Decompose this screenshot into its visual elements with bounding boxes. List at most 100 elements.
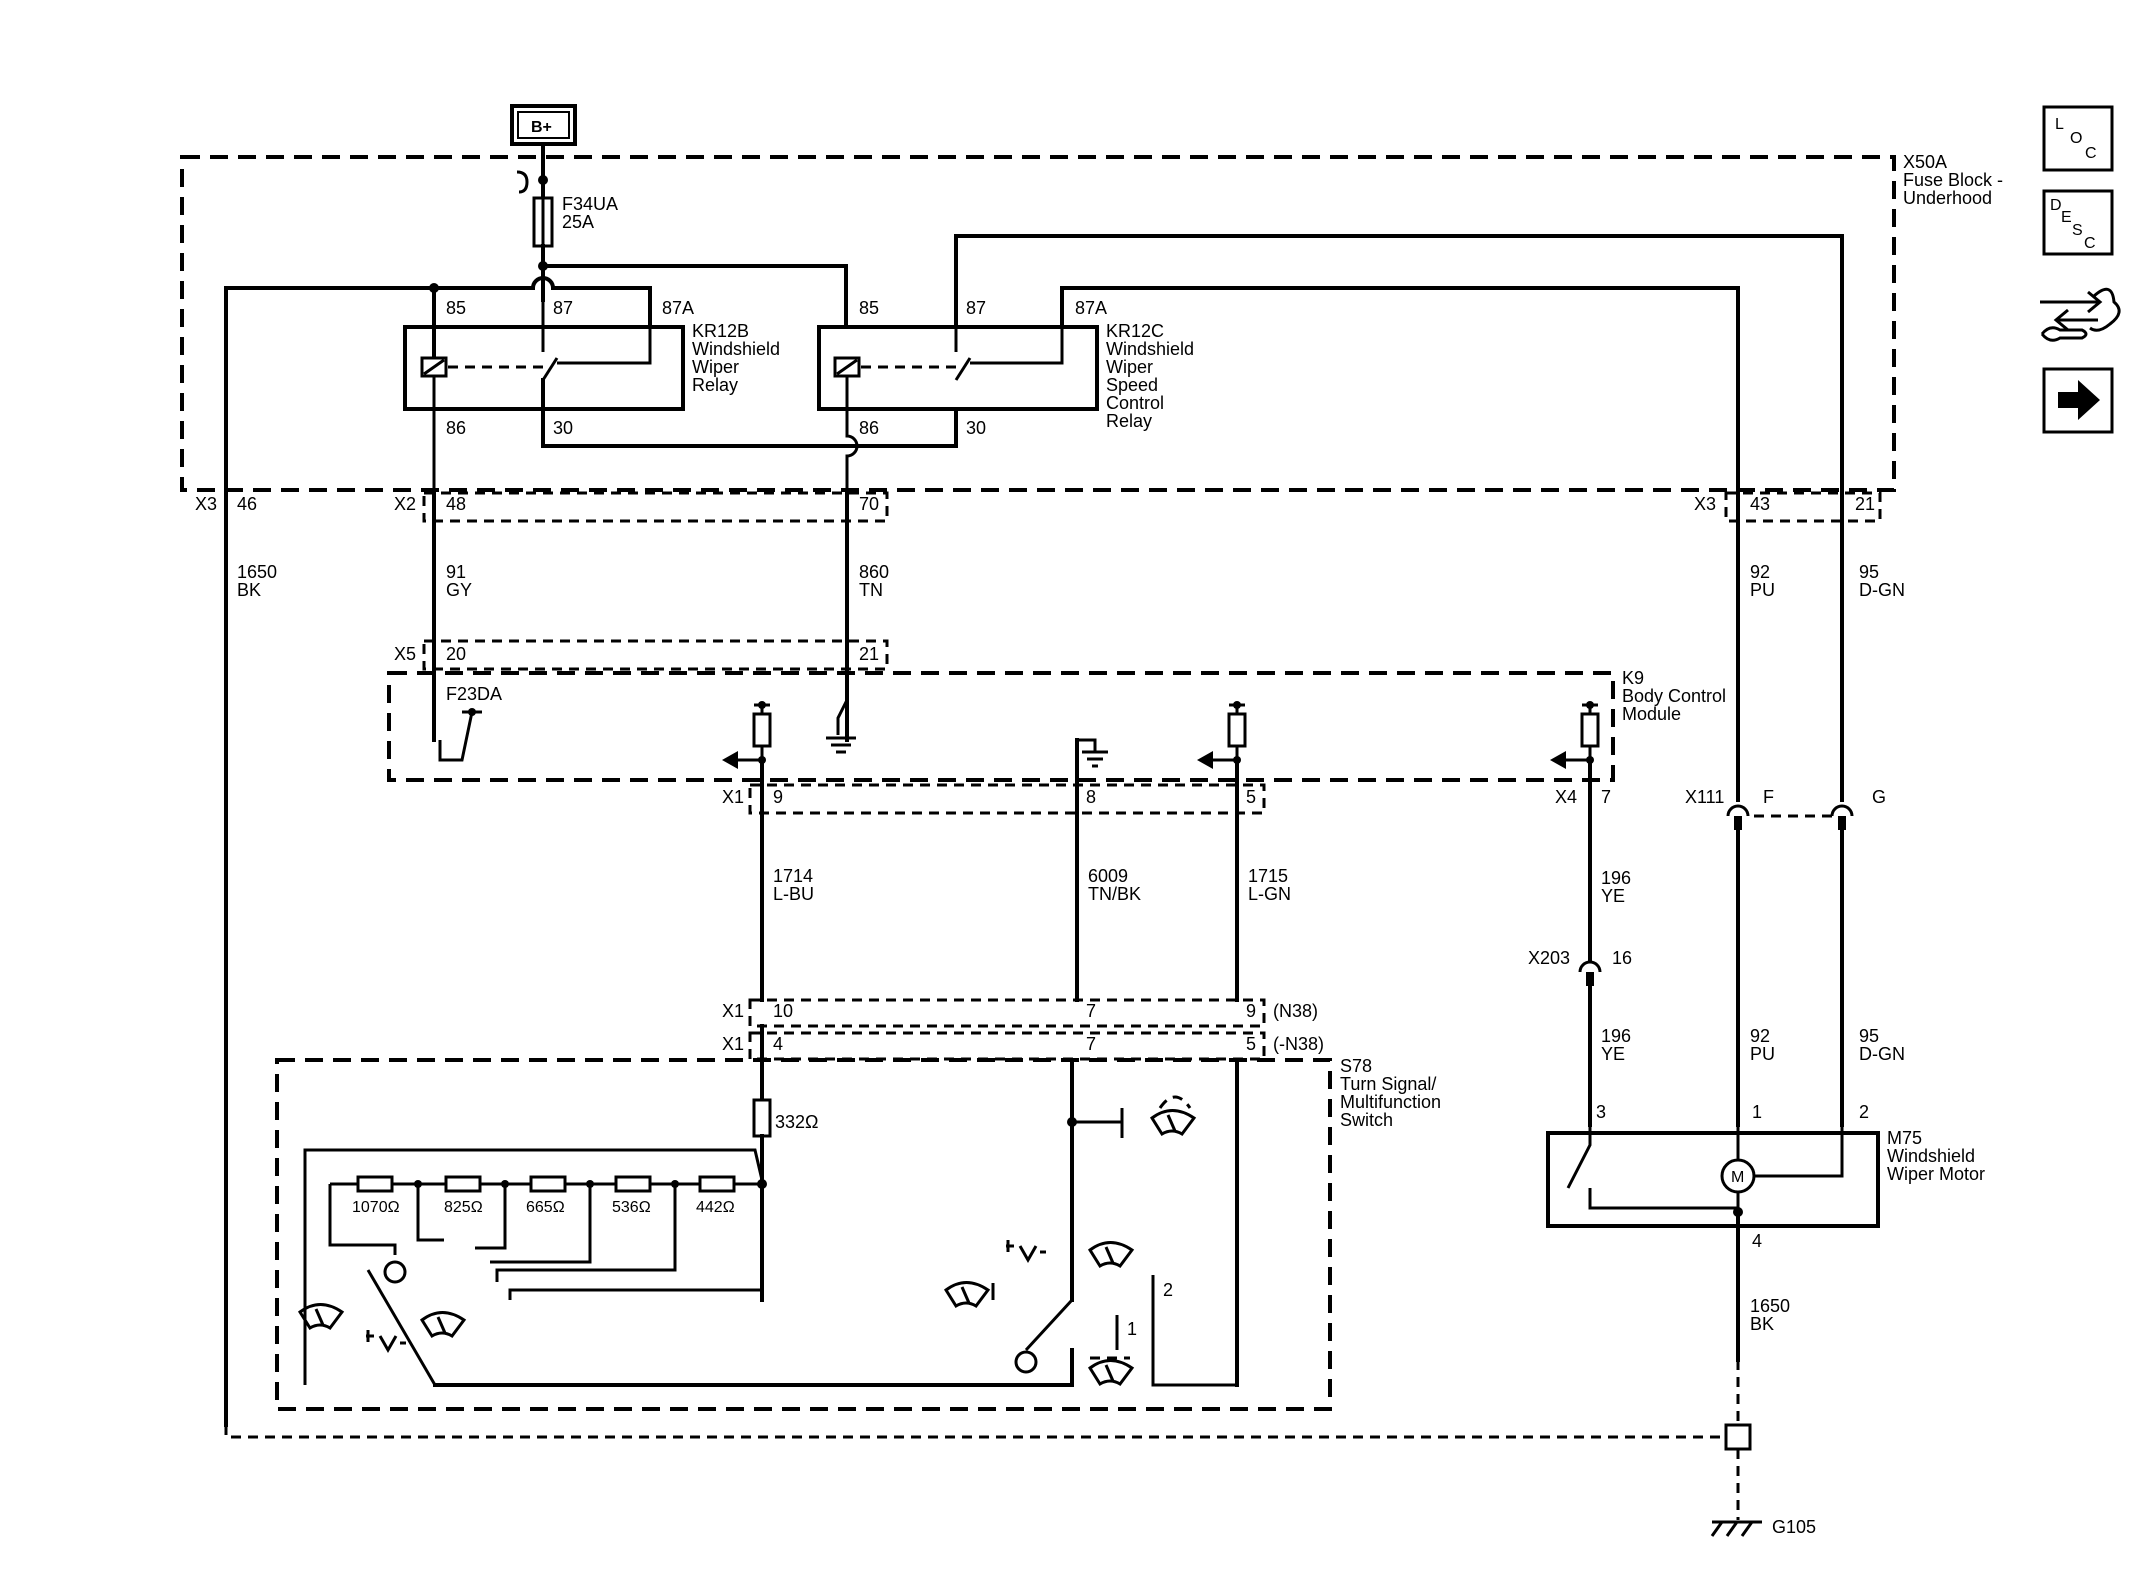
relay-kr12c-line3: Speed [1106,375,1158,395]
wire-95a-circuit: 95 [1859,562,1879,582]
wire-6009-circuit: 6009 [1088,866,1128,886]
connector-x3a-pin: 46 [237,494,257,514]
loc-letter-c: C [2085,145,2097,162]
resistor-1070: 1070Ω [352,1199,400,1216]
connector-x4: X4 [1555,787,1577,807]
bcm-ground-8 [1077,738,1108,768]
motor-m75-body [1546,1131,1880,1228]
wire-91-color: GY [446,580,472,600]
wire-196b-circuit: 196 [1601,1026,1631,1046]
resistor-332-label: 332Ω [775,1112,819,1132]
relay-kr12c-pin87a: 87A [1075,298,1107,318]
bcm-k9-outline [387,671,1615,782]
connector-x1b: X1 [722,1001,744,1021]
connector-x2: X2 [394,494,416,514]
relay-kr12c-id: KR12C [1106,321,1164,341]
wiper-intermittent-symbol [366,1330,406,1354]
wire-196a-color: YE [1601,886,1625,906]
wire-196b-color: YE [1601,1044,1625,1064]
relay-kr12b-pin86: 86 [446,418,466,438]
relay-kr12c-pin30: 30 [966,418,986,438]
connector-x1c: X1 [722,1034,744,1054]
wire-1715-circuit: 1715 [1248,866,1288,886]
wire-6009-color: TN/BK [1088,884,1141,904]
wire-1714-color: L-BU [773,884,814,904]
bcm-k9-line2: Module [1622,704,1681,724]
connector-x4-pin7: 7 [1601,787,1611,807]
battery-positive-label: B+ [531,119,552,136]
ground-g105-symbol [1710,1520,1762,1537]
description-button[interactable]: D E S C [2042,189,2114,256]
wire-1650b-color: BK [1750,1314,1774,1334]
connector-x111-g: G [1872,787,1886,807]
connector-x1c-pin7: 7 [1086,1034,1096,1054]
resistor-825: 825Ω [444,1199,483,1216]
battery-positive-terminal: B+ [510,104,577,146]
motor-pin3: 3 [1596,1102,1606,1122]
desc-letter-e: E [2061,209,2072,226]
connector-x1a-pin8: 8 [1086,787,1096,807]
fuse-f34ua-id: F34UA [562,194,618,214]
relay-kr12b-pin87a: 87A [662,298,694,318]
wire-860-circuit: 860 [859,562,889,582]
motor-m75-id: M75 [1887,1128,1922,1148]
resistor-665: 665Ω [526,1199,565,1216]
fuse-block-id: X50A [1903,152,1947,172]
connector-x1a-pin5: 5 [1246,787,1256,807]
wire-95b-color: D-GN [1859,1044,1905,1064]
switch-pin2: 2 [1163,1280,1173,1300]
connector-x2-pin48: 48 [446,494,466,514]
switch-pin1: 1 [1127,1319,1137,1339]
resistor-ladder [356,1175,736,1193]
connector-x1b-pin7: 7 [1086,1001,1096,1021]
wire-95a-color: D-GN [1859,580,1905,600]
connector-x3b-pin43: 43 [1750,494,1770,514]
relay-kr12b-pin85: 85 [446,298,466,318]
arrow-right-icon [2058,380,2100,420]
bcm-pullup-7 [1550,701,1600,769]
connector-x111-pin-f [1726,804,1750,830]
fuse-block-outline [180,155,1896,492]
wire-860-color: TN [859,580,883,600]
switch-s78-id: S78 [1340,1056,1372,1076]
connector-x1b-pin10: 10 [773,1001,793,1021]
connector-x5: X5 [394,644,416,664]
relay-kr12b-line1: Windshield [692,339,780,359]
wire-1715-color: L-GN [1248,884,1291,904]
loc-letter-l: L [2055,116,2064,133]
desc-letter-c: C [2084,235,2096,252]
loc-letter-o: O [2070,130,2082,147]
wire-1650a-circuit: 1650 [237,562,277,582]
connector-x5-pin21: 21 [859,644,879,664]
connector-x1a: X1 [722,787,744,807]
connector-x1c-note: (-N38) [1273,1034,1324,1054]
fuse-block-name-2: Underhood [1903,188,1992,208]
resistor-536: 536Ω [612,1199,651,1216]
motor-pin4: 4 [1752,1231,1762,1251]
wire-92a-color: PU [1750,580,1775,600]
wire-1650a-color: BK [237,580,261,600]
motor-m75-line1: Windshield [1887,1146,1975,1166]
switch-s78-line3: Switch [1340,1110,1393,1130]
connector-x1c-pin5: 5 [1246,1034,1256,1054]
connector-x1c-pin4: 4 [773,1034,783,1054]
wiper-symbol-left [297,1303,345,1331]
relay-kr12c-line1: Windshield [1106,339,1194,359]
location-button[interactable]: L O C [2042,105,2114,172]
connector-x111: X111 [1685,787,1724,807]
connector-x3b-pin21: 21 [1855,494,1875,514]
relay-kr12c-line5: Relay [1106,411,1152,431]
fuse-block-name-1: Fuse Block - [1903,170,2003,190]
connector-x3b: X3 [1694,494,1716,514]
next-button[interactable] [2042,367,2114,434]
bcm-k9-line1: Body Control [1622,686,1726,706]
connector-wrench-icon[interactable] [2040,287,2121,342]
wiper-intermittent-symbol-2 [1006,1240,1046,1264]
connector-x1b-note: (N38) [1273,1001,1318,1021]
relay-kr12c-line2: Wiper [1106,357,1153,377]
desc-letter-d: D [2050,197,2062,214]
connector-x2-pin70: 70 [859,494,879,514]
motor-pin2: 2 [1859,1102,1869,1122]
resistor-442: 442Ω [696,1199,735,1216]
connector-x5-pin20: 20 [446,644,466,664]
